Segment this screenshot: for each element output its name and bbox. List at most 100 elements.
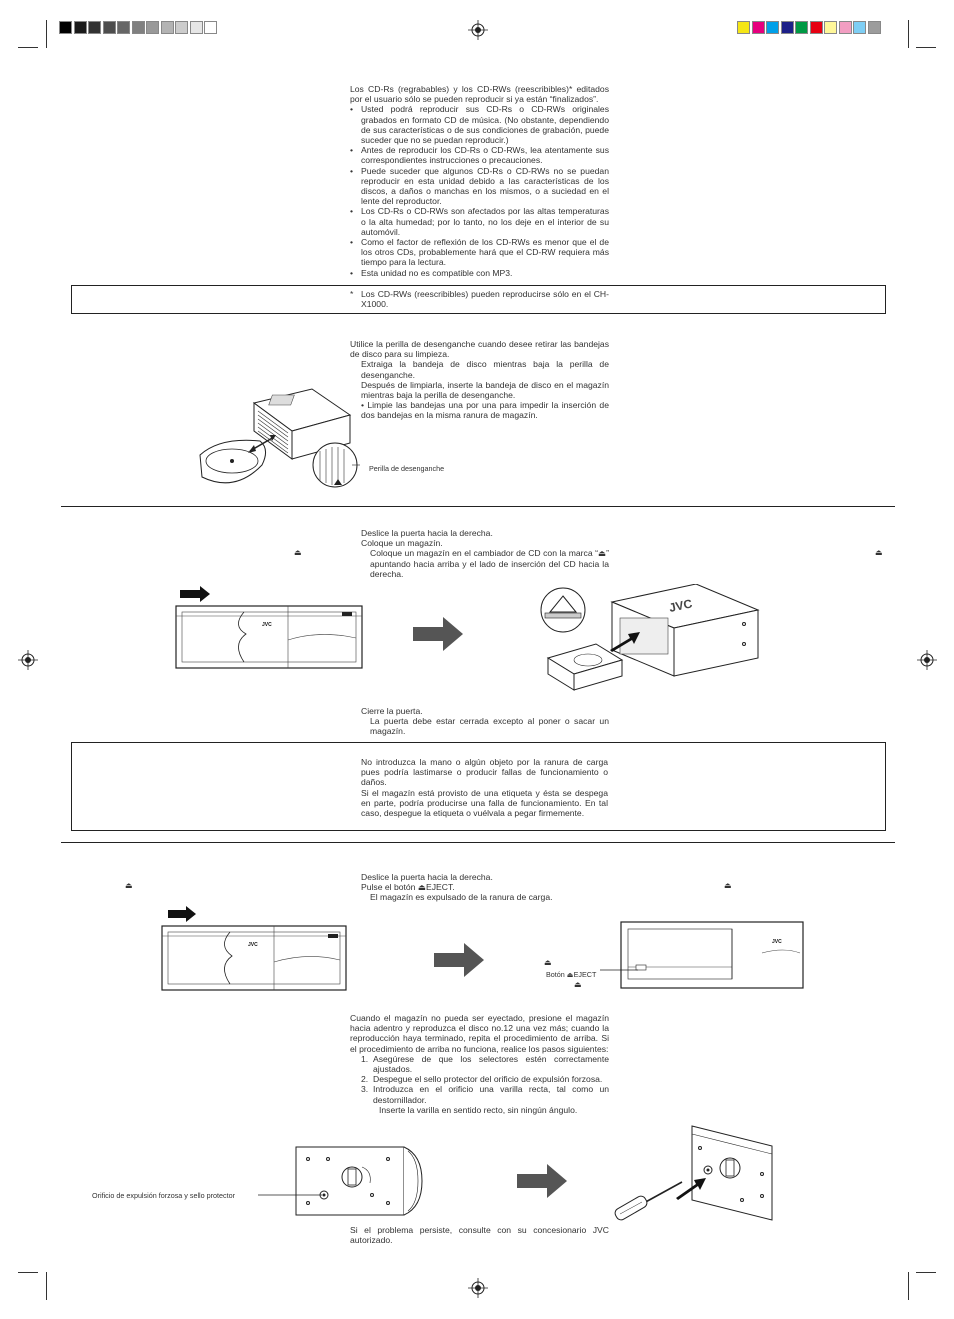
insert-step-2-detail: Coloque un magazín en el cambiador de CD… [370, 548, 609, 579]
bullet-mark: • [350, 237, 354, 248]
bullet-text: Puede suceder que algunos CD-Rs o CD-RWs… [361, 165, 609, 207]
crop-mark [46, 20, 47, 48]
gray-swatch [59, 21, 72, 34]
gray-swatch [189, 21, 203, 34]
troubleshoot-section: Cuando el magazín no pueda ser eyectado,… [350, 1013, 609, 1115]
brand-logo: JVC [262, 622, 272, 628]
gray-swatch [131, 21, 145, 34]
registration-mark-top [468, 20, 488, 40]
troubleshoot-intro: Cuando el magazín no pueda ser eyectado,… [350, 1013, 609, 1054]
final-note: Si el problema persiste, consulte con su… [350, 1225, 609, 1246]
step-arrow-icon [517, 1164, 567, 1198]
caution-2: Si el magazín está provisto de una etiqu… [361, 787, 608, 819]
bullet-text: Antes de reproducir los CD-Rs o CD-RWs, … [361, 145, 609, 166]
cdr-bullet-item: • Usted podrá reproducir sus CD-Rs o CD-R… [350, 104, 609, 145]
bullet-mark: • [350, 206, 354, 217]
cdr-bullets: • Usted podrá reproducir sus CD-Rs o CD-R… [350, 104, 609, 277]
crop-mark [908, 1272, 909, 1300]
eject-step-1: Deslice la puerta hacia la derecha. [361, 872, 493, 882]
step-number: 2. [361, 1074, 369, 1085]
gray-swatch [160, 21, 174, 34]
eject-button-leader [600, 969, 638, 971]
color-swatch [824, 21, 837, 34]
troubleshoot-step: 3.Introduzca en el orificio una varilla … [361, 1084, 609, 1104]
footnote-text: Los CD-RWs (reescribibles) pueden reprod… [361, 289, 609, 310]
step-text: Despegue el sello protector del orificio… [373, 1074, 603, 1085]
color-swatch [780, 21, 794, 34]
footnote-box [71, 285, 886, 314]
step-number: 3. [361, 1084, 369, 1095]
crop-mark [916, 1272, 936, 1273]
crop-mark [18, 1272, 38, 1273]
crop-mark [916, 47, 936, 48]
bullet-text: Esta unidad no es compatible con MP3. [361, 267, 513, 278]
caution-text: No introduzca la mano o algún objeto por… [361, 757, 608, 818]
troubleshoot-step: 2. Despegue el sello protector del orific… [361, 1074, 609, 1084]
gray-registration-bar [59, 21, 219, 34]
eject-mark-small: ⏏ [574, 980, 582, 989]
eject-button-label: Botón ⏏EJECT [546, 970, 597, 979]
crop-mark [46, 1272, 47, 1300]
bullet-mark: • [350, 267, 354, 278]
screwdriver-illustration [614, 1125, 773, 1221]
color-registration-bar [737, 21, 897, 34]
cdr-bullet-item: • Los CD-Rs o CD-RWs son afectados por la… [350, 206, 609, 237]
gray-swatch [175, 21, 188, 34]
changer-side-panel [295, 1146, 423, 1216]
gray-swatch [204, 21, 217, 34]
insert-step-2: Coloque un magazín. [361, 538, 443, 549]
cdr-section: Los CD-Rs (regrabables) y los CD-RWs (re… [350, 84, 609, 278]
release-section: Utilice la perilla de desenganche cuando… [350, 339, 609, 421]
cdr-bullet-item: • Antes de reproducir los CD-Rs o CD-RWs,… [350, 145, 609, 165]
eject-mark-left: ⏏ [294, 548, 302, 557]
eject-step-2: Pulse el botón ⏏EJECT. [361, 882, 455, 893]
color-swatch [737, 21, 750, 34]
bullet-text: Los CD-Rs o CD-RWs son afectados por las… [361, 206, 609, 237]
footnote-mark: * [350, 289, 354, 299]
gray-swatch [102, 21, 116, 34]
step-arrow-icon [413, 617, 463, 651]
bullet-mark: • [350, 104, 354, 115]
bullet-text: Usted podrá reproducir sus CD-Rs o CD-RW… [361, 104, 609, 146]
insert-step-3: Cierre la puerta. [361, 706, 423, 716]
step-arrow-icon [434, 943, 484, 977]
color-swatch [795, 21, 808, 34]
color-swatch [751, 21, 765, 34]
changer-front-panel-closed: JVC [161, 906, 347, 991]
eject-mark-small: ⏏ [544, 958, 552, 967]
gray-swatch [88, 21, 101, 34]
color-swatch [838, 21, 852, 34]
cdr-intro: Los CD-Rs (regrabables) y los CD-RWs (re… [350, 84, 609, 105]
cdr-bullet-item: •Puede suceder que algunos CD-Rs o CD-RW… [350, 166, 609, 207]
brand-logo: JVC [248, 942, 258, 948]
gray-swatch [73, 21, 87, 34]
color-swatch [867, 21, 881, 34]
changer-front-panel-open: JVC [620, 921, 804, 989]
color-swatch [853, 21, 866, 34]
brand-logo-3d: JVC [668, 596, 694, 615]
magazine-tray-illustration [199, 388, 360, 488]
release-step-1: Extraiga la bandeja de disco mientras ba… [361, 359, 609, 380]
insert-step-1: Deslice la puerta hacia la derecha. [361, 528, 493, 538]
bullet-mark: • [350, 145, 354, 156]
release-step-2: Después de limpiarla, inserte la bandeja… [361, 379, 609, 401]
crop-mark [18, 47, 38, 48]
color-swatch [809, 21, 823, 34]
gray-swatch [146, 21, 159, 34]
registration-mark-bottom [468, 1278, 488, 1298]
release-intro: Utilice la perilla de desenganche cuando… [350, 339, 609, 360]
color-swatch [766, 21, 779, 34]
gray-swatch [117, 21, 130, 34]
release-note: • Limpie las bandejas una por una para i… [361, 400, 609, 421]
section-divider [61, 506, 895, 507]
troubleshoot-steps: 1. Asegúrese de que los selectores estén … [350, 1054, 609, 1105]
troubleshoot-step: 1. Asegúrese de que los selectores estén … [361, 1054, 609, 1074]
troubleshoot-step-3-detail: Inserte la varilla en sentido recto, sin… [379, 1104, 578, 1115]
insert-section: Deslice la puerta hacia la derecha. Colo… [350, 528, 609, 579]
cdr-bullet-item: •Como el factor de reflexión de los CD-R… [350, 237, 609, 268]
step-text: Asegúrese de que los selectores estén co… [373, 1053, 609, 1075]
step-number: 1. [361, 1053, 369, 1064]
caution-1: No introduzca la mano o algún objeto por… [361, 757, 608, 788]
eject-mark-left: ⏏ [125, 881, 133, 890]
crop-mark [908, 20, 909, 48]
